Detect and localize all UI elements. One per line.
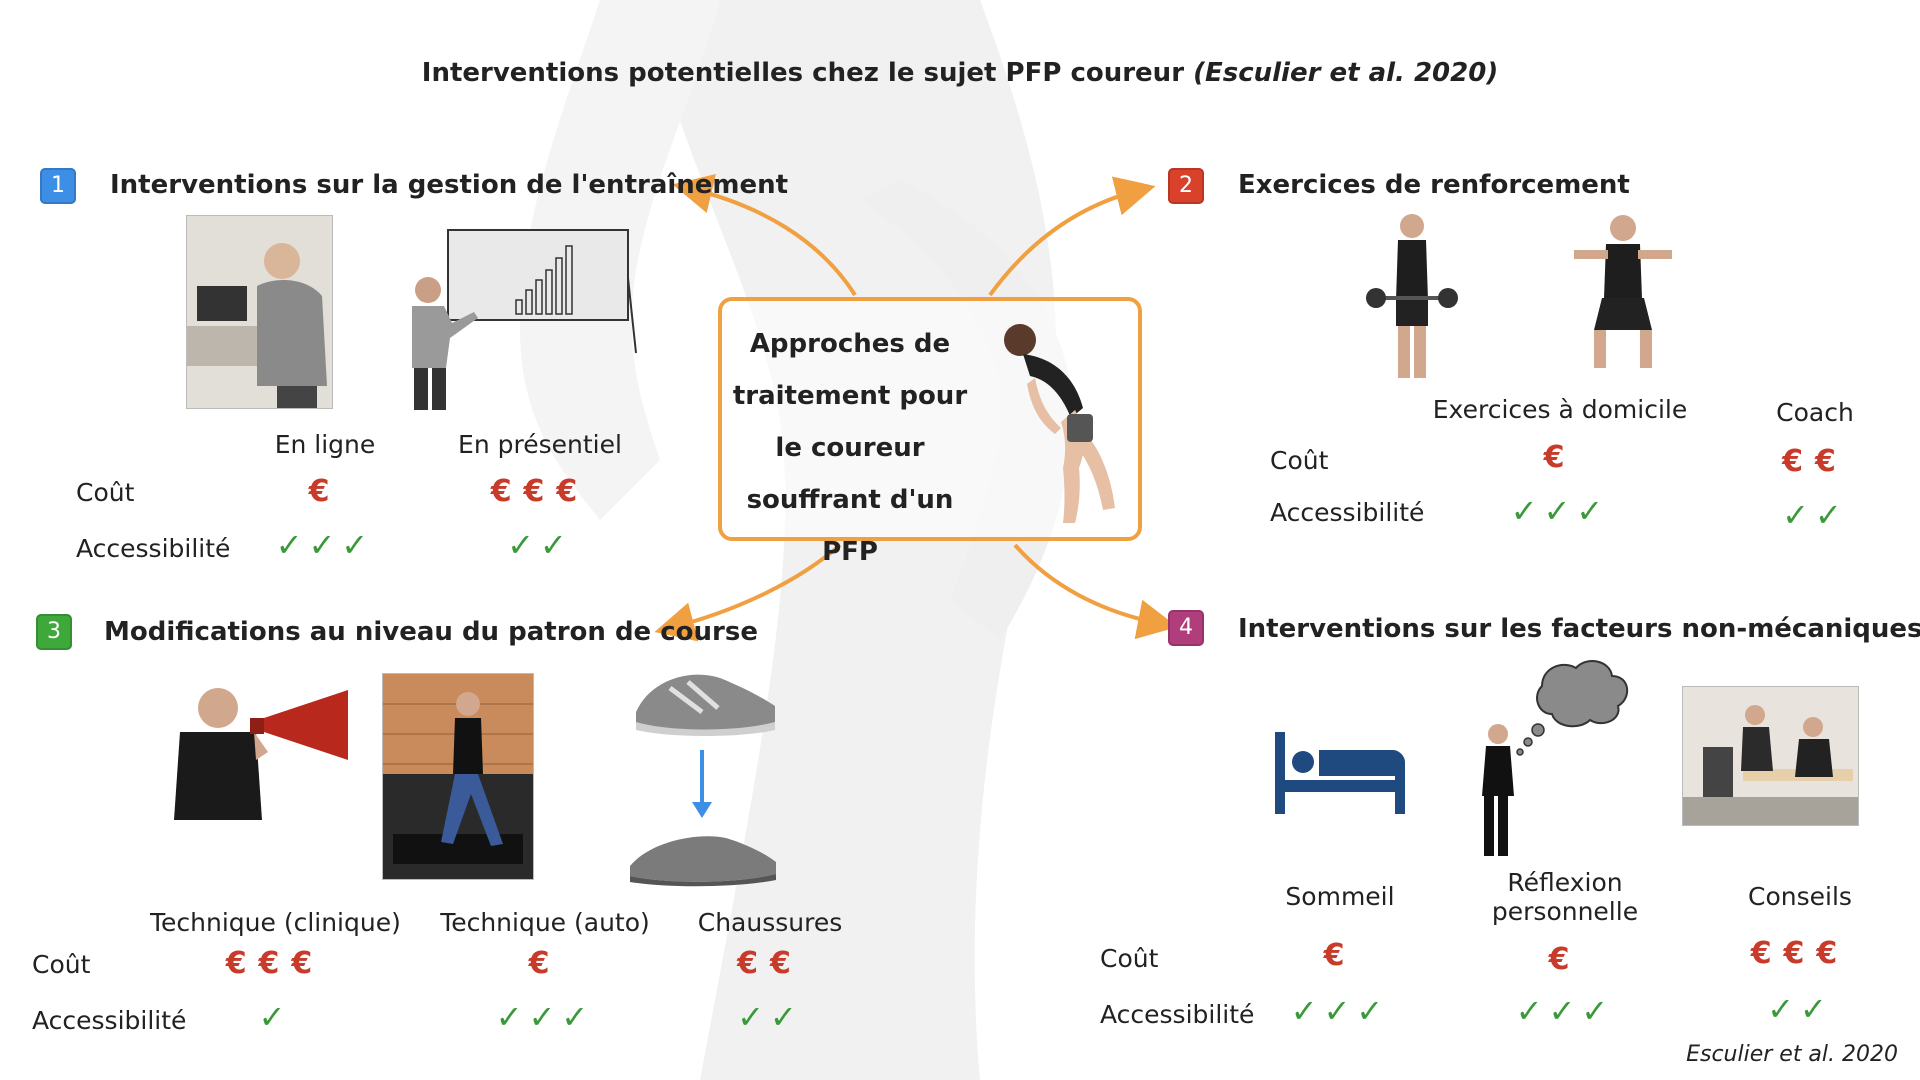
section-1-heading: Interventions sur la gestion de l'entraî… bbox=[110, 170, 789, 200]
thinking-person-icon bbox=[1482, 660, 1628, 856]
s4-advice-cost: €€€ bbox=[1750, 936, 1850, 971]
s2-access-label: Accessibilité bbox=[1270, 498, 1425, 527]
section-2-badge: 2 bbox=[1168, 168, 1204, 204]
knee-pain-figure-icon bbox=[1004, 324, 1115, 523]
megaphone-coaching-photo bbox=[174, 688, 348, 820]
deadlift-exercise-figure bbox=[1366, 214, 1458, 378]
s4-option-sleep-label: Sommeil bbox=[1285, 882, 1395, 911]
s4-advice-access: ✓✓ bbox=[1767, 990, 1833, 1028]
section-1-badge: 1 bbox=[40, 168, 76, 204]
s4-reflection-cost: € bbox=[1548, 942, 1582, 977]
s4-reflection-access: ✓✓✓ bbox=[1515, 992, 1615, 1030]
s1-online-access: ✓✓✓ bbox=[275, 526, 375, 564]
arrow-to-section-2 bbox=[988, 176, 1156, 297]
title-citation: (Esculier et al. 2020) bbox=[1193, 58, 1499, 88]
bed-sleep-icon bbox=[1275, 732, 1405, 814]
arrow-to-section-4 bbox=[1013, 543, 1178, 640]
s3-option-shoes-label: Chaussures bbox=[697, 908, 843, 937]
s3-access-label: Accessibilité bbox=[32, 1006, 187, 1035]
s4-sleep-access: ✓✓✓ bbox=[1290, 992, 1390, 1030]
s3-auto-cost: € bbox=[528, 946, 562, 981]
s2-cost-label: Coût bbox=[1270, 446, 1329, 475]
s3-clinic-access: ✓ bbox=[258, 998, 292, 1036]
s1-access-label: Accessibilité bbox=[76, 534, 231, 563]
page-title: Interventions potentielles chez le sujet… bbox=[0, 58, 1920, 88]
s3-shoes-cost: €€ bbox=[737, 946, 803, 981]
down-arrow-icon bbox=[692, 750, 712, 818]
section-3-badge: 3 bbox=[36, 614, 72, 650]
s1-option-online-label: En ligne bbox=[274, 430, 376, 459]
s1-online-cost: € bbox=[308, 474, 342, 509]
section-2-heading: Exercices de renforcement bbox=[1238, 170, 1630, 200]
arrow-to-section-3 bbox=[654, 543, 842, 642]
in-person-presentation-photo bbox=[412, 229, 637, 410]
advice-consultation-photo bbox=[1682, 686, 1859, 826]
s4-option-reflection-line1: Réflexion bbox=[1507, 868, 1623, 897]
s2-option-coach-label: Coach bbox=[1776, 398, 1854, 427]
squat-exercise-figure bbox=[1574, 215, 1672, 368]
s1-cost-label: Coût bbox=[76, 478, 135, 507]
section-4-heading: Interventions sur les facteurs non-mécan… bbox=[1238, 614, 1920, 644]
s4-option-reflection-label: Réflexion personnelle bbox=[1470, 868, 1660, 926]
s4-cost-label: Coût bbox=[1100, 944, 1159, 973]
s3-auto-access: ✓✓✓ bbox=[495, 998, 595, 1036]
s2-option-home-label: Exercices à domicile bbox=[1432, 395, 1688, 424]
minimalist-shoe-icon bbox=[630, 836, 776, 887]
s3-clinic-cost: €€€ bbox=[225, 946, 325, 981]
s2-coach-cost: €€ bbox=[1782, 444, 1848, 479]
s1-option-inperson-label: En présentiel bbox=[458, 430, 622, 459]
s2-home-access: ✓✓✓ bbox=[1510, 492, 1610, 530]
s3-option-auto-label: Technique (auto) bbox=[440, 908, 650, 937]
treadmill-running-photo bbox=[382, 673, 534, 880]
s2-home-cost: € bbox=[1543, 440, 1577, 475]
running-shoe-cushioned-icon bbox=[636, 674, 775, 736]
arrow-to-section-1 bbox=[672, 174, 857, 297]
s3-shoes-access: ✓✓ bbox=[737, 998, 803, 1036]
s3-option-clinic-label: Technique (clinique) bbox=[150, 908, 401, 937]
section-3-heading: Modifications au niveau du patron de cou… bbox=[104, 617, 758, 647]
footer-citation: Esculier et al. 2020 bbox=[1686, 1042, 1898, 1067]
title-main: Interventions potentielles chez le sujet… bbox=[421, 58, 1185, 88]
s1-inperson-access: ✓✓ bbox=[507, 526, 573, 564]
s4-option-advice-label: Conseils bbox=[1748, 882, 1852, 911]
s4-access-label: Accessibilité bbox=[1100, 1000, 1255, 1029]
s4-option-reflection-line2: personnelle bbox=[1491, 897, 1639, 926]
s1-inperson-cost: €€€ bbox=[490, 474, 590, 509]
s2-coach-access: ✓✓ bbox=[1782, 496, 1848, 534]
s4-sleep-cost: € bbox=[1323, 938, 1357, 973]
center-text: Approches de traitement pour le coureur … bbox=[732, 329, 968, 567]
section-4-badge: 4 bbox=[1168, 610, 1204, 646]
online-consult-photo bbox=[186, 215, 333, 409]
s3-cost-label: Coût bbox=[32, 950, 91, 979]
